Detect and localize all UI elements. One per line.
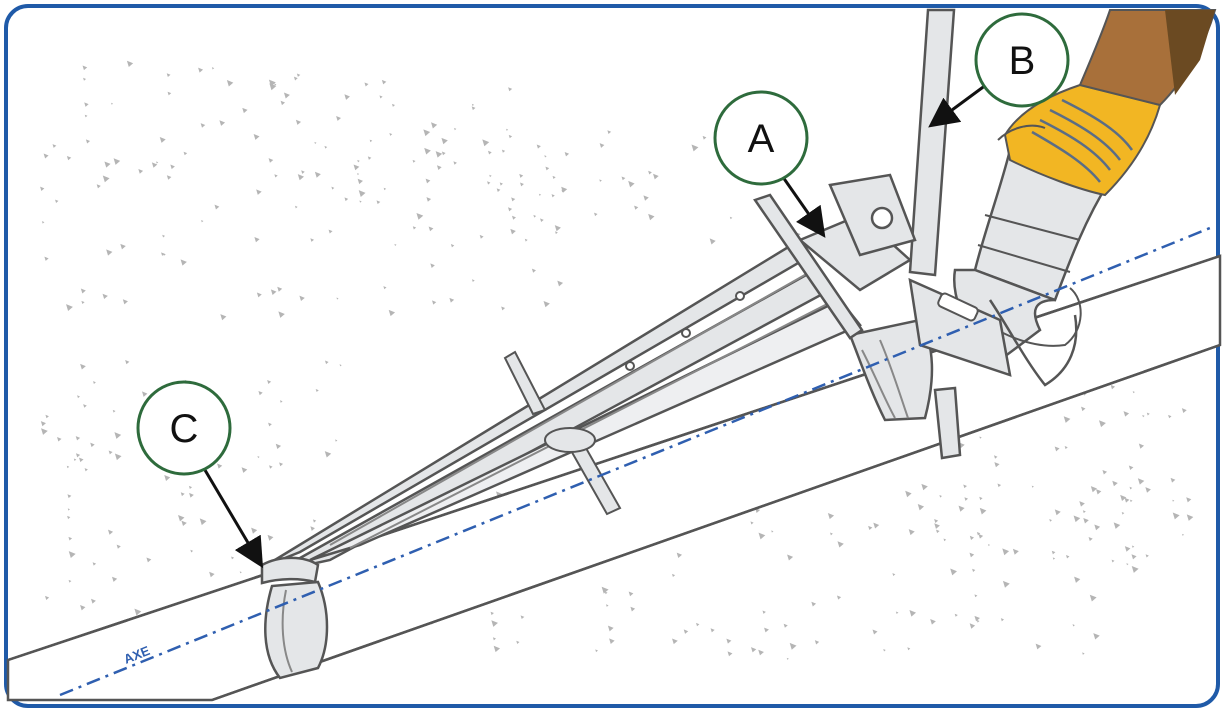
callout-b: B (976, 14, 1068, 106)
callout-b-label: B (1009, 39, 1036, 83)
callout-c: C (138, 382, 230, 474)
callout-a: A (715, 92, 807, 184)
pipe-collar (265, 582, 327, 678)
callout-a-label: A (748, 117, 775, 161)
callout-c-label: C (170, 407, 199, 451)
